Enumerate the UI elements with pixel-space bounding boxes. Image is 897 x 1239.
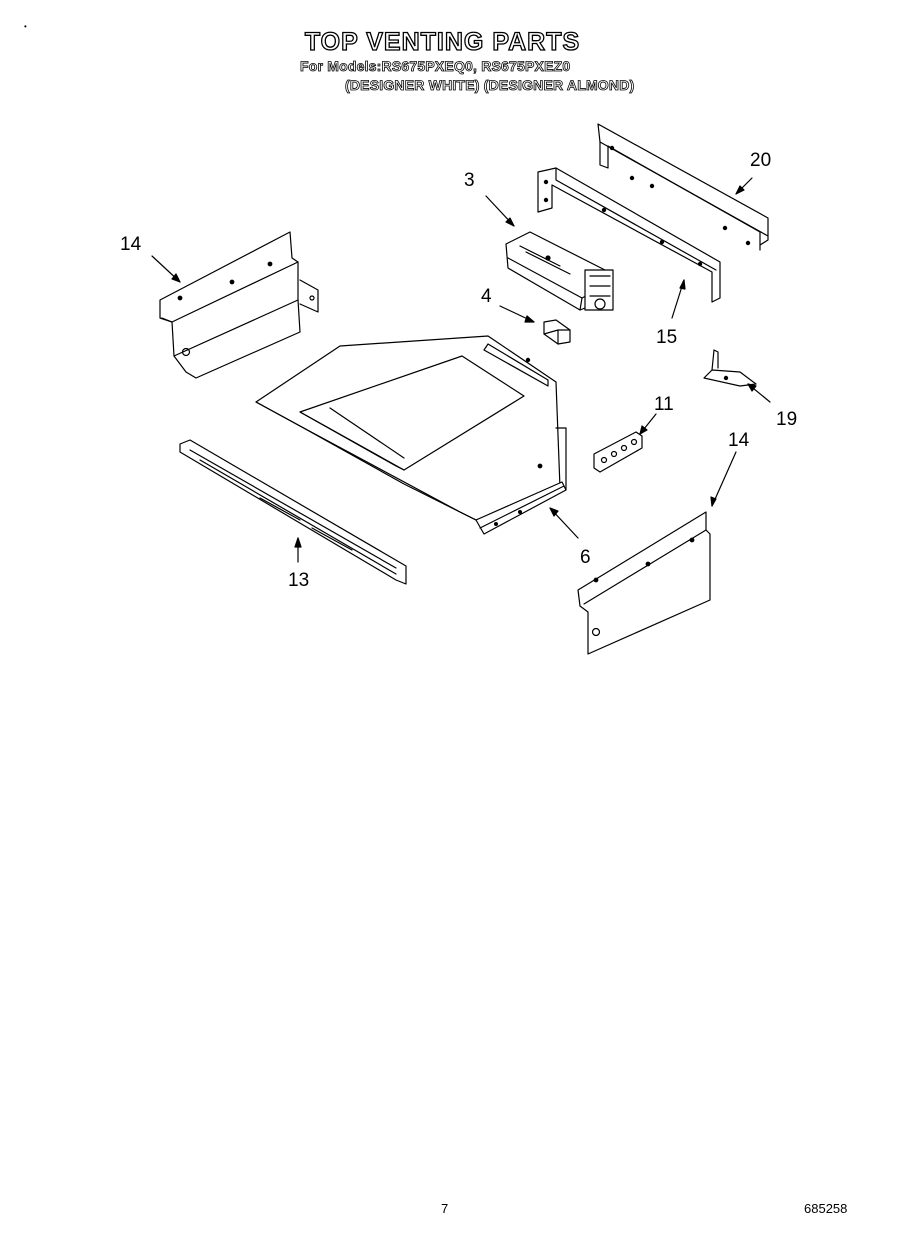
leader-lines [151, 177, 771, 563]
part-3-vent-motor [505, 231, 614, 311]
part-4-connector [543, 319, 571, 345]
callout-15: 15 [656, 327, 677, 348]
part-11-terminal-block [593, 431, 643, 473]
callout-4: 4 [481, 286, 492, 307]
page-title-text: TOP VENTING PARTS [304, 27, 581, 56]
models-line: For Models:RS675PXEQ0, RS675PXEZ0 [300, 58, 571, 75]
callout-3: 3 [464, 170, 475, 191]
vent-hood-body [255, 335, 567, 521]
part-14-left-bracket [159, 231, 319, 379]
part-19-bracket [703, 349, 757, 387]
callout-20: 20 [750, 150, 771, 171]
part-15-rail [537, 167, 721, 303]
callout-14-left: 14 [120, 234, 142, 255]
page-number: 7 [441, 1201, 449, 1216]
part-20-rail [597, 123, 769, 251]
part-6-rail [475, 481, 567, 535]
page-title: TOP VENTING PARTS [0, 27, 897, 57]
callout-6: 6 [580, 547, 591, 568]
part-13-trim-strip [179, 439, 407, 585]
callout-14-right: 14 [728, 430, 750, 451]
callout-19: 19 [776, 409, 797, 430]
callout-11: 11 [654, 394, 674, 415]
document-number: 685258 [804, 1201, 848, 1216]
callout-13: 13 [288, 570, 309, 591]
scan-speck: • [24, 22, 27, 31]
part-14-right-bracket [577, 511, 711, 655]
variants-line: (DESIGNER WHITE) (DESIGNER ALMOND) [345, 77, 635, 94]
